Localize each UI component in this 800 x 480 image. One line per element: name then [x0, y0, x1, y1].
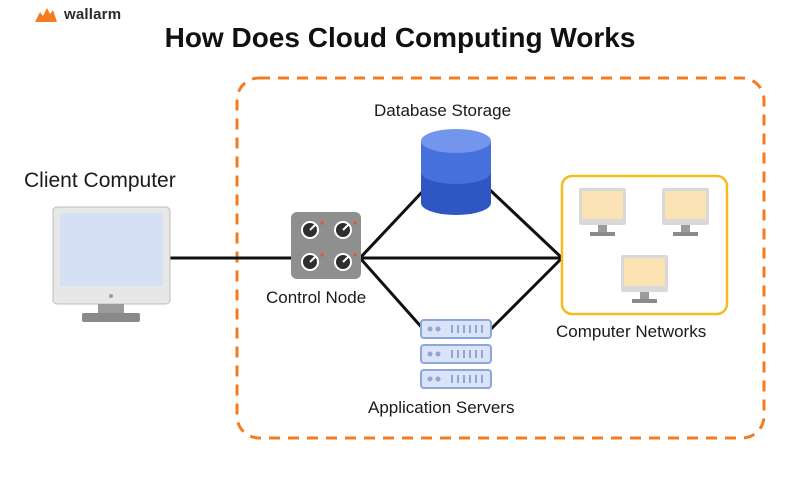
link-servers-networks	[488, 256, 564, 332]
server-rack-icon	[420, 319, 492, 389]
database-icon	[421, 129, 491, 215]
brand-name: wallarm	[64, 6, 122, 23]
connections	[170, 188, 564, 332]
control-panel-icon	[291, 212, 361, 279]
desktop-monitor-icon	[52, 206, 171, 322]
network-monitor-2	[662, 188, 709, 236]
network-monitor-3	[621, 255, 668, 303]
link-database-networks	[488, 188, 564, 260]
monitor-group-icon	[560, 174, 729, 316]
client-computer-label: Client Computer	[24, 169, 176, 192]
control-node-label: Control Node	[266, 288, 367, 307]
database-storage-label: Database Storage	[374, 101, 512, 120]
page-title: How Does Cloud Computing Works	[164, 22, 636, 53]
computer-networks-label: Computer Networks	[556, 322, 707, 341]
link-control-servers	[358, 257, 426, 331]
network-monitor-1	[579, 188, 626, 236]
application-servers-label: Application Servers	[368, 398, 515, 417]
flame-icon	[35, 7, 57, 22]
link-control-database	[358, 188, 426, 260]
brand-logo: wallarm	[34, 6, 121, 23]
